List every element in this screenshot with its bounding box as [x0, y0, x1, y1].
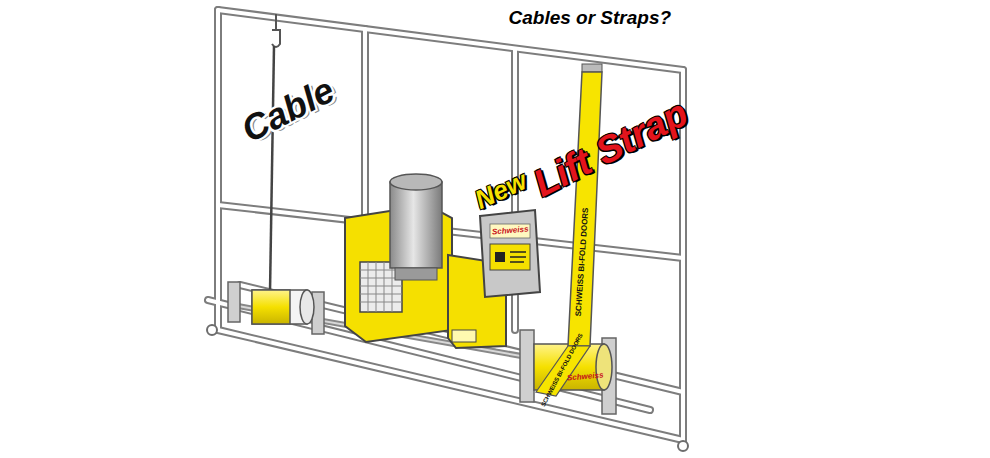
cable-callout: Cable	[236, 72, 340, 149]
lift-strap-callout: Lift Strap	[527, 93, 693, 203]
new-callout: New	[471, 167, 530, 213]
title: Cables or Straps?	[509, 8, 672, 27]
